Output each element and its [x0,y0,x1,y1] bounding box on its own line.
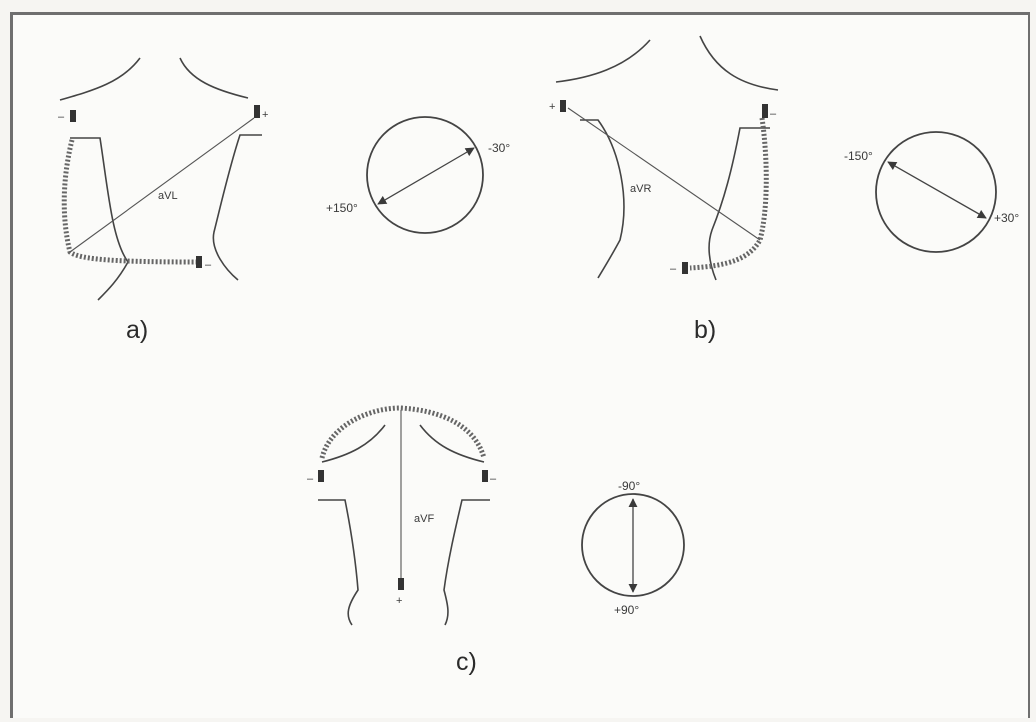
lead-wire-a [64,140,200,262]
torso-outline-c [318,425,490,625]
axis-arrow-b [888,162,986,218]
angle-b-top: -150° [844,149,873,163]
electrode-b-right [762,104,768,118]
lead-axis-b [568,108,760,240]
panel-label-b: b) [694,316,716,345]
panel-c: – – + aVF -90° +90° [307,408,684,625]
electrode-b-bottom [682,262,688,274]
electrode-b-right-sign: – [770,108,777,120]
electrode-a-bottom [196,256,202,268]
axis-arrow-a [378,148,474,204]
electrode-c-bottom [398,578,404,590]
electrode-a-left [70,110,76,122]
torso-outline-b [556,36,778,280]
electrode-c-left [318,470,324,482]
axis-circle-b [876,132,996,252]
panel-a: – + – aVL -30° +150° [58,58,510,300]
panel-label-c: c) [456,648,477,677]
angle-a-top: -30° [488,141,510,155]
angle-c-bottom: +90° [614,603,639,617]
electrode-a-left-sign: – [58,111,65,123]
lead-wire-c [322,408,484,458]
lead-name-a: aVL [158,190,178,202]
electrode-a-right-sign: + [262,109,268,121]
electrode-b-bottom-sign: – [670,263,677,275]
panel-b: + – – aVR -150° +30° [549,36,1019,280]
lead-name-b: aVR [630,183,651,195]
lead-name-c: aVF [414,513,434,525]
angle-b-bottom: +30° [994,211,1019,225]
electrode-b-left-sign: + [549,101,555,113]
electrode-c-left-sign: – [307,473,314,485]
electrode-c-bottom-sign: + [396,595,402,607]
lead-wire-b [690,118,766,268]
electrode-a-right [254,105,260,118]
angle-a-bottom: +150° [326,201,358,215]
panel-label-a: a) [126,316,148,345]
electrode-b-left [560,100,566,112]
electrode-c-right-sign: – [490,473,497,485]
electrode-c-right [482,470,488,482]
electrode-a-bottom-sign: – [205,259,212,271]
axis-circle-a [367,117,483,233]
angle-c-top: -90° [618,479,640,493]
